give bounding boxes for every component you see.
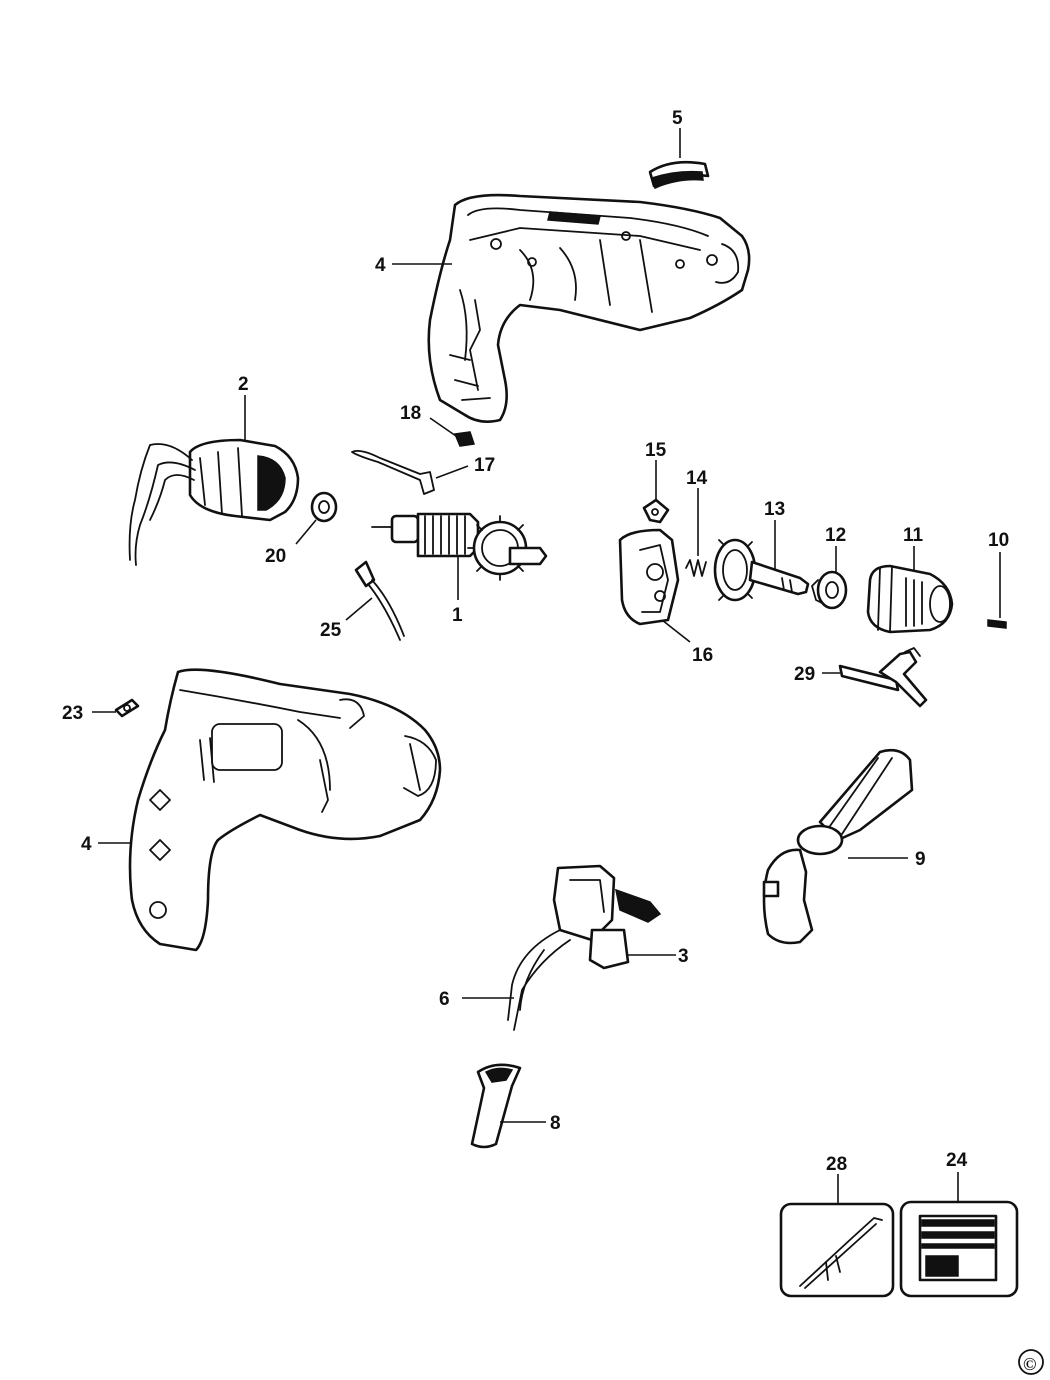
part-10-screw-drawing [987,619,1007,629]
part-15-clip-drawing [642,498,670,524]
part-4-housing-half-drawing [427,193,751,423]
callout-6: 6 [439,989,450,1010]
callout-18: 18 [400,403,421,424]
callout-17: 17 [474,455,495,476]
callout-20: 20 [265,546,286,567]
part-20-bearing-drawing [310,491,338,523]
part-9-side-handle-drawing [762,748,914,945]
part-23-screw-drawing [114,698,140,718]
copyright-mark: © [1023,1354,1036,1374]
part-25-brush-drawing [354,560,405,641]
leader-17 [435,465,469,479]
part-2-stator-drawing [128,438,300,566]
callout-4-bottom: 4 [81,834,92,855]
part-17-brush-spring-drawing [351,449,435,495]
part-1-armature-drawing [371,512,548,581]
part-28-box-drawing [779,1202,895,1298]
callout-3: 3 [678,946,689,967]
part-13-spindle-gear-drawing [713,538,810,602]
callout-16: 16 [692,645,713,666]
leader-25 [345,597,373,621]
callout-8: 8 [550,1113,561,1134]
part-3-switch-drawing [552,864,662,970]
part-14-spring-drawing [685,559,707,577]
part-24-box-drawing [899,1200,1019,1298]
callout-29: 29 [794,664,815,685]
leader-20 [295,519,317,545]
callout-23: 23 [62,703,83,724]
part-12-washer-drawing [811,570,848,610]
callout-25: 25 [320,620,342,641]
part-6-wires-drawing [507,929,571,1031]
callout-13: 13 [764,499,785,520]
part-5-button-drawing [648,160,710,190]
callout-12: 12 [825,525,846,546]
callout-24: 24 [946,1150,968,1171]
part-11-chuck-drawing [866,564,954,634]
callout-28: 28 [826,1154,847,1175]
callout-10: 10 [988,530,1009,551]
callout-1: 1 [452,605,463,626]
callout-11: 11 [903,525,924,546]
part-8-cord-protector-drawing [470,1063,522,1149]
callout-14: 14 [686,468,708,489]
part-29-chuck-key-drawing [838,647,928,708]
callout-4-top: 4 [375,255,386,276]
part-4-housing-assembled-drawing [128,668,442,952]
callout-15: 15 [645,440,667,461]
callout-9: 9 [915,849,926,870]
callout-5: 5 [672,108,683,129]
leader-18 [429,417,457,437]
callout-2: 2 [238,374,249,395]
copyright-circle [1018,1349,1044,1375]
leader-16 [661,619,691,643]
part-18-clip-drawing [453,431,475,447]
part-16-gear-cover-drawing [618,528,680,626]
